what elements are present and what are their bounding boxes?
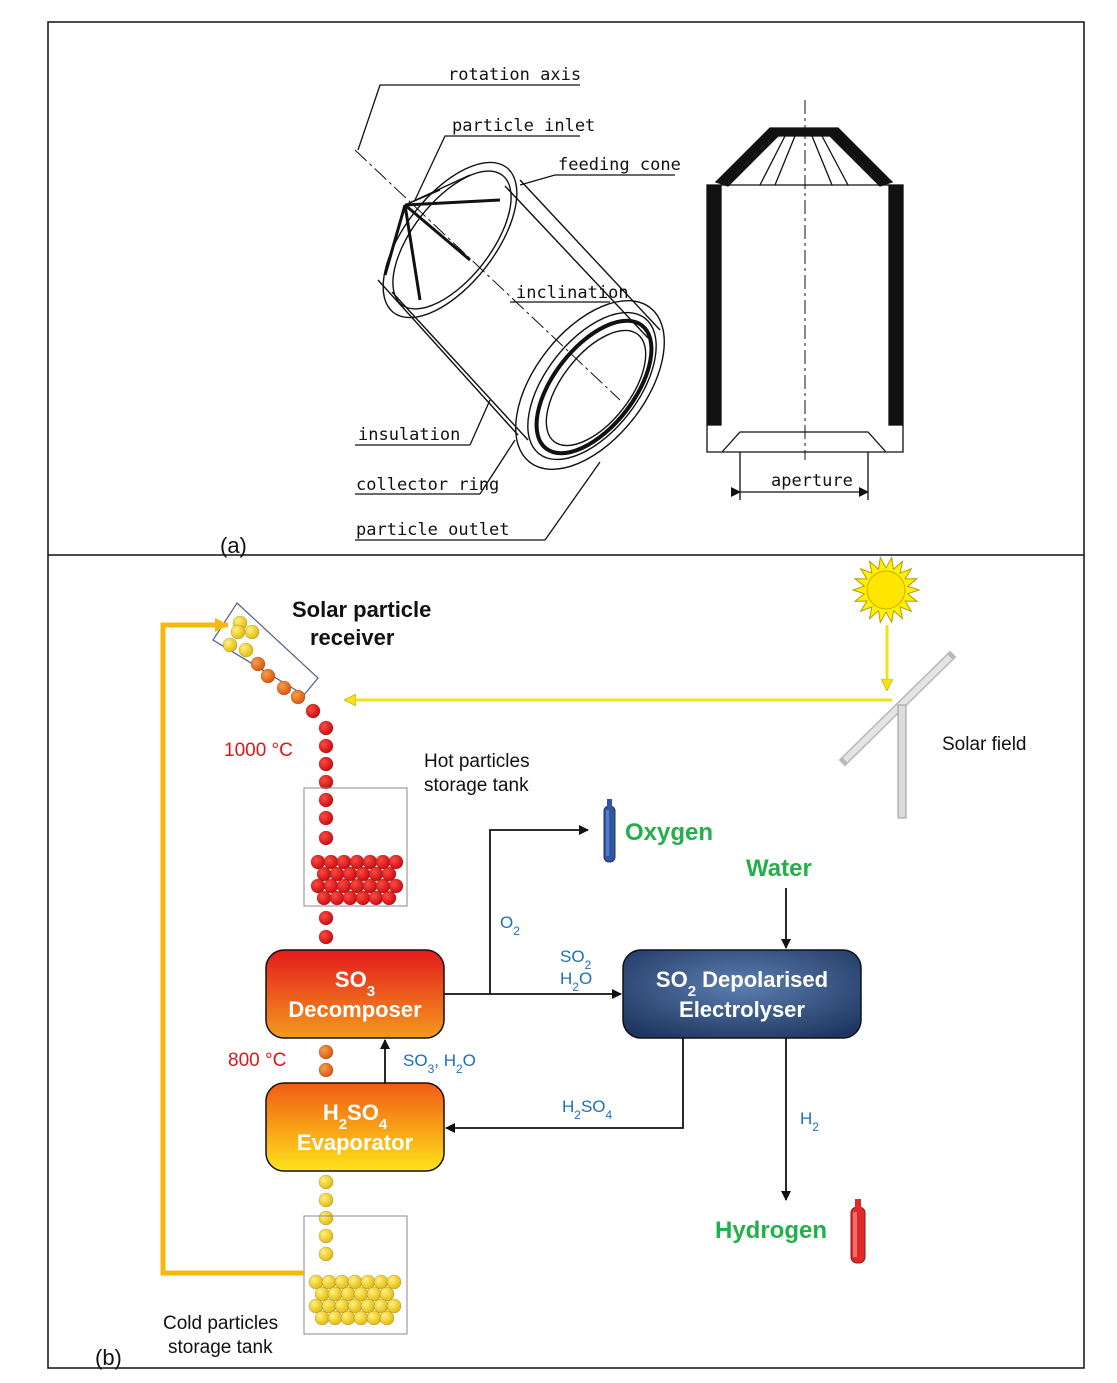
hot-tank-label-line1: Hot particles — [424, 751, 530, 772]
particle — [318, 1210, 334, 1226]
figure-frame — [47, 21, 1085, 1369]
particle — [276, 680, 292, 696]
particle — [379, 1310, 395, 1326]
sun-icon — [851, 555, 921, 625]
particle — [379, 1286, 395, 1302]
temperature-hot-label: 1000 °C — [224, 740, 293, 761]
so3-decomposer-title: SO3 — [335, 967, 375, 1000]
callout-insulation: insulation — [358, 425, 460, 445]
particle — [238, 642, 254, 658]
h2so4-evaporator-box — [265, 1082, 445, 1172]
callout-aperture: aperture — [771, 471, 853, 491]
receiver-title-line1: Solar particle — [292, 597, 431, 622]
particle — [318, 756, 334, 772]
particle — [318, 1192, 334, 1208]
callout-particle-outlet: particle outlet — [356, 520, 510, 540]
so3-decomposer-subtitle: Decomposer — [288, 997, 422, 1022]
particle — [342, 890, 358, 906]
particle — [366, 1310, 382, 1326]
solar-field-label: Solar field — [942, 734, 1027, 755]
particle-return-line — [160, 618, 304, 1276]
particle — [318, 1062, 334, 1078]
solar-field-mirror-icon — [838, 650, 957, 819]
cold-tank-label-line2: storage tank — [168, 1337, 273, 1358]
flow-label-o2: O2 — [500, 913, 520, 938]
particle — [260, 668, 276, 684]
so2-electrolyser-box — [622, 949, 862, 1039]
particle — [340, 1310, 356, 1326]
particle — [318, 1246, 334, 1262]
particle — [327, 1310, 343, 1326]
particle — [318, 1228, 334, 1244]
h2so4-evaporator-title: H2SO4 — [323, 1100, 388, 1133]
particle — [318, 929, 334, 945]
particle — [318, 720, 334, 736]
particle — [318, 792, 334, 808]
temperature-mid-label: 800 °C — [228, 1050, 286, 1071]
particle — [388, 878, 404, 894]
electrolyser-title: SO2 Depolarised — [656, 967, 828, 1000]
particle — [381, 890, 397, 906]
panel-b: (b) Solar field Solar particle receiver … — [95, 555, 1027, 1370]
particle — [388, 854, 404, 870]
process-flow-arrows — [380, 825, 791, 1201]
particle — [381, 866, 397, 882]
flow-label-so3-h2o: SO3, H2O — [403, 1051, 476, 1076]
callout-feeding-cone: feeding cone — [558, 155, 681, 175]
callout-inclination: inclination — [516, 283, 629, 303]
receiver-title-line2: receiver — [310, 625, 395, 650]
panel-b-label: (b) — [95, 1345, 122, 1370]
oxygen-cylinder-icon — [603, 799, 616, 863]
oxygen-label: Oxygen — [625, 819, 713, 846]
callout-lines — [355, 84, 675, 541]
particle — [329, 890, 345, 906]
callout-particle-inlet: particle inlet — [452, 116, 595, 136]
particle — [318, 1174, 334, 1190]
particle — [230, 624, 246, 640]
particle — [318, 774, 334, 790]
callout-collector-ring: collector ring — [356, 475, 499, 495]
particle — [318, 1044, 334, 1060]
particle — [318, 910, 334, 926]
flow-label-h2o: H2O — [560, 969, 592, 994]
particle — [250, 656, 266, 672]
h2so4-evaporator-subtitle: Evaporator — [297, 1130, 414, 1155]
hydrogen-cylinder-icon — [850, 1199, 866, 1264]
particle — [318, 810, 334, 826]
electrolyser-subtitle: Electrolyser — [679, 997, 805, 1022]
particle — [305, 703, 321, 719]
particle — [314, 1310, 330, 1326]
particle — [355, 890, 371, 906]
particle — [244, 624, 260, 640]
flow-label-so2: SO2 — [560, 947, 592, 972]
receiver-isometric-drawing — [354, 149, 665, 471]
particle — [318, 830, 334, 846]
panel-a: (a) — [220, 65, 904, 558]
hot-tank-label-line2: storage tank — [424, 775, 529, 796]
particle — [386, 1274, 402, 1290]
particle — [386, 1298, 402, 1314]
particle — [353, 1310, 369, 1326]
particle — [222, 637, 238, 653]
particle-stream — [222, 615, 404, 1326]
receiver-section-drawing — [706, 100, 904, 500]
particle — [316, 890, 332, 906]
callout-rotation-axis: rotation axis — [448, 65, 581, 85]
water-label: Water — [746, 855, 812, 882]
so3-decomposer-box — [265, 949, 445, 1039]
panel-a-label: (a) — [220, 533, 247, 558]
particle — [318, 738, 334, 754]
cold-tank-label-line1: Cold particles — [163, 1313, 278, 1334]
particle — [368, 890, 384, 906]
hot-particles-tank — [303, 787, 408, 907]
hydrogen-label: Hydrogen — [715, 1217, 827, 1244]
flow-label-h2: H2 — [800, 1109, 819, 1134]
flow-label-h2so4: H2SO4 — [562, 1097, 613, 1122]
particle — [290, 689, 306, 705]
